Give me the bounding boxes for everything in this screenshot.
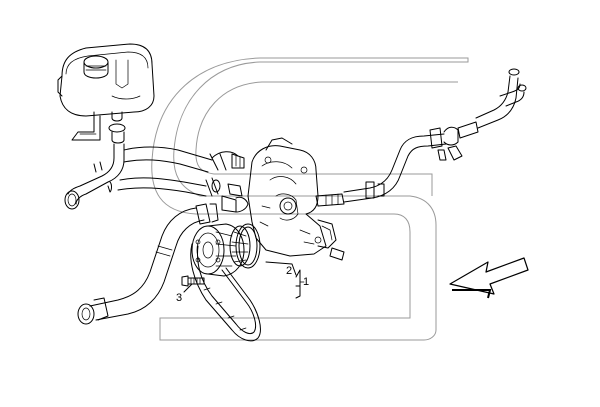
pump-impeller <box>229 225 251 267</box>
heater-pipe-assembly <box>315 68 527 207</box>
lower-coolant-hose <box>77 203 219 325</box>
callout-label-3: 3 <box>176 292 182 304</box>
callout-label-2: 2 <box>286 265 292 277</box>
hose-connector <box>221 183 249 213</box>
upper-coolant-hose <box>117 146 245 197</box>
pump-gasket <box>235 223 261 269</box>
direction-arrow-icon <box>449 257 529 299</box>
expansion-tank <box>57 43 155 144</box>
water-pump-housing <box>247 137 345 261</box>
bolt <box>181 275 205 287</box>
callout-label-1: 1 <box>303 276 309 288</box>
tank-outlet-hose <box>64 143 125 210</box>
callout-leaders <box>183 261 305 299</box>
drive-belt <box>190 243 261 342</box>
watermark-logo-icon <box>151 57 469 341</box>
